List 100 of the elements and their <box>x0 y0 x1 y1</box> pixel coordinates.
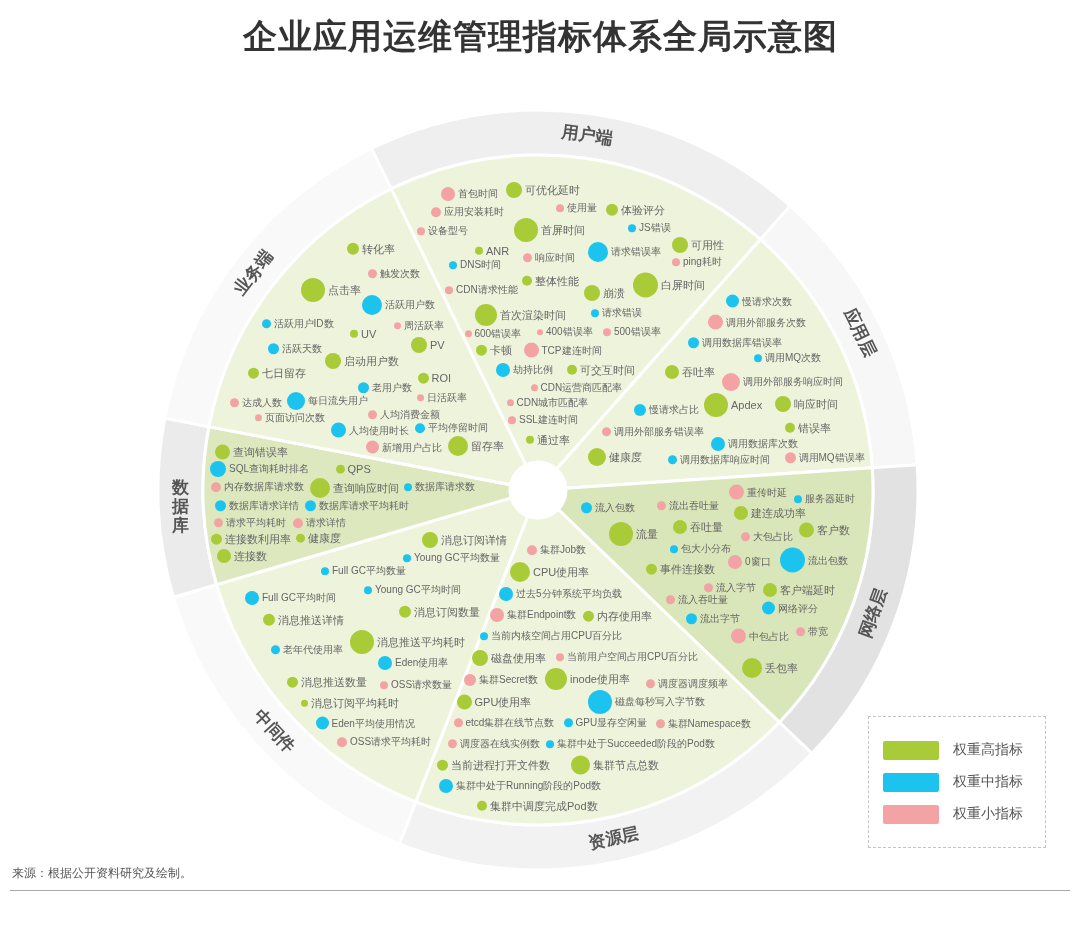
metric-label: 请求错误率 <box>611 246 661 258</box>
metric-label: Eden平均使用情况 <box>331 717 415 729</box>
metric-label: 集群中处于Running阶段的Pod数 <box>456 780 602 792</box>
metric-label: DNS时间 <box>460 259 502 271</box>
metric-label: 吞吐量 <box>690 520 723 534</box>
metric-label: 流出吞吐量 <box>668 500 719 512</box>
metric-label: 600错误率 <box>474 328 522 340</box>
metric-label: 磁盘每秒写入字节数 <box>615 696 705 708</box>
metric-label: 集群中处于Succeeded阶段的Pod数 <box>557 738 715 750</box>
metric-label: CDN请求性能 <box>456 284 518 296</box>
metric-label: UV <box>361 327 377 341</box>
metric-label: 网络评分 <box>777 602 818 614</box>
metric-label: 丢包率 <box>765 661 798 675</box>
metric-label: 人均使用时长 <box>348 424 409 436</box>
sector-title: 数据库 <box>172 479 190 536</box>
metric-label: 页面访问次数 <box>264 412 325 424</box>
metric-label: inode使用率 <box>570 672 630 686</box>
metric-label: SQL查询耗时排名 <box>229 463 309 475</box>
sector-title: 应用层 <box>839 305 879 360</box>
metric-label: 数据库请求数 <box>415 481 475 493</box>
metric-label: 当前进程打开文件数 <box>450 758 550 772</box>
sector-title: 资源层 <box>587 824 642 854</box>
metric-label: 集群中调度完成Pod数 <box>490 799 598 813</box>
metric-label: 调用数据库错误率 <box>701 337 782 349</box>
metric-label: 响应时间 <box>794 397 838 411</box>
metric-label: 带宽 <box>807 626 828 638</box>
metric-label: Full GC平均时间 <box>262 592 336 604</box>
metric-label: 应用安装耗时 <box>444 206 504 218</box>
metric-label: 连接数 <box>234 549 267 563</box>
metric-label: 触发次数 <box>379 268 420 280</box>
metric-label: 调用数据库响应时间 <box>679 454 770 466</box>
metric-label: 内存数据库请求数 <box>224 481 304 493</box>
metric-label: 慢请求占比 <box>649 404 699 416</box>
metric-label: 七日留存 <box>261 366 306 380</box>
metric-label: 数据库请求详情 <box>228 500 299 512</box>
metric-label: 包大小分布 <box>681 543 731 555</box>
metric-label: 可优化延时 <box>525 183 580 197</box>
metric-label: 流入字节 <box>715 582 756 594</box>
metric-label: 过去5分钟系统平均负载 <box>516 588 622 600</box>
metric-label: 健康度 <box>307 531 341 545</box>
metric-label: 人均消费金额 <box>379 409 440 421</box>
metric-label: TCP建连时间 <box>541 344 602 356</box>
metric-label: 事件连接数 <box>659 562 715 576</box>
metric-label: GPU显存空闲量 <box>575 717 648 729</box>
metric-label: CDN运营商匹配率 <box>540 382 623 394</box>
metric-label: 请求详情 <box>306 517 346 529</box>
metric-label: 活跃天数 <box>281 343 322 355</box>
metric-label: 使用量 <box>567 202 597 214</box>
metric-label: 劫持比例 <box>513 364 553 376</box>
metric-label: GPU使用率 <box>474 695 532 709</box>
metric-label: 活跃用户ID数 <box>273 318 334 330</box>
metric-label: Apdex <box>731 398 763 412</box>
metric-label: 流入包数 <box>594 502 635 514</box>
sector-title: 中间件 <box>250 706 299 757</box>
metric-label: 调度器调度频率 <box>657 678 728 690</box>
metric-label: 流量 <box>636 527 658 541</box>
metric-label: 数据库请求平均耗时 <box>318 500 409 512</box>
metric-label: CDN城市匹配率 <box>516 397 589 409</box>
metric-label: 请求错误 <box>602 307 642 319</box>
legend-label: 权重高指标 <box>953 741 1023 759</box>
metric-label: 流出字节 <box>699 613 740 625</box>
metric-label: 可用性 <box>691 238 724 252</box>
metric-label: 调用MQ次数 <box>765 352 822 364</box>
metric-label: 消息订阅平均耗时 <box>310 696 399 710</box>
metric-label: 0窗口 <box>745 556 771 568</box>
metric-label: 重传时延 <box>746 486 787 498</box>
metric-label: QPS <box>347 462 371 476</box>
metric-label: 日活跃率 <box>426 392 467 404</box>
metric-label: 400错误率 <box>546 326 593 338</box>
metric-label: 客户数 <box>816 523 850 537</box>
metric-label: 错误率 <box>798 421 831 435</box>
metric-label: 点击率 <box>328 283 361 297</box>
metric-label: 当前用户空间占用CPU百分比 <box>567 651 699 663</box>
metric-label: 调用数据库次数 <box>728 438 798 450</box>
metric-label: 新增用户占比 <box>381 441 442 453</box>
metric-label: 大包占比 <box>752 531 793 543</box>
metric-label: Young GC平均数量 <box>414 552 500 564</box>
metric-label: 消息订阅数量 <box>414 605 480 619</box>
source-note: 来源：根据公开资料研究及绘制。 <box>12 866 192 881</box>
metric-label: 调度器在线实例数 <box>459 738 540 750</box>
metric-label: 活跃用户数 <box>385 299 435 311</box>
metric-label: 每日流失用户 <box>308 395 368 407</box>
metric-label: 通过率 <box>537 433 570 447</box>
metric-label: 启动用户数 <box>344 354 399 368</box>
metric-label: 流入吞吐量 <box>677 594 728 606</box>
metric-label: 调用外部服务错误率 <box>613 426 704 438</box>
metric-label: 集群Namespace数 <box>667 718 751 730</box>
metric-label: etcd集群在线节点数 <box>465 717 555 729</box>
sector-title: 用户端 <box>560 123 614 149</box>
metric-label: 整体性能 <box>535 274 579 288</box>
sector-title: 业务端 <box>231 246 278 299</box>
metric-label: 白屏时间 <box>660 278 705 292</box>
metric-label: 集群Endpoint数 <box>507 609 577 621</box>
metric-label: 请求平均耗时 <box>225 517 286 529</box>
metric-label: 健康度 <box>609 450 642 464</box>
metric-label: 流出包数 <box>807 554 848 566</box>
diagram-title: 企业应用运维管理指标体系全局示意图 <box>242 16 838 57</box>
metric-label: 客户端延时 <box>780 583 835 597</box>
legend-label: 权重中指标 <box>953 773 1023 791</box>
metric-label: 卡顿 <box>489 343 512 357</box>
